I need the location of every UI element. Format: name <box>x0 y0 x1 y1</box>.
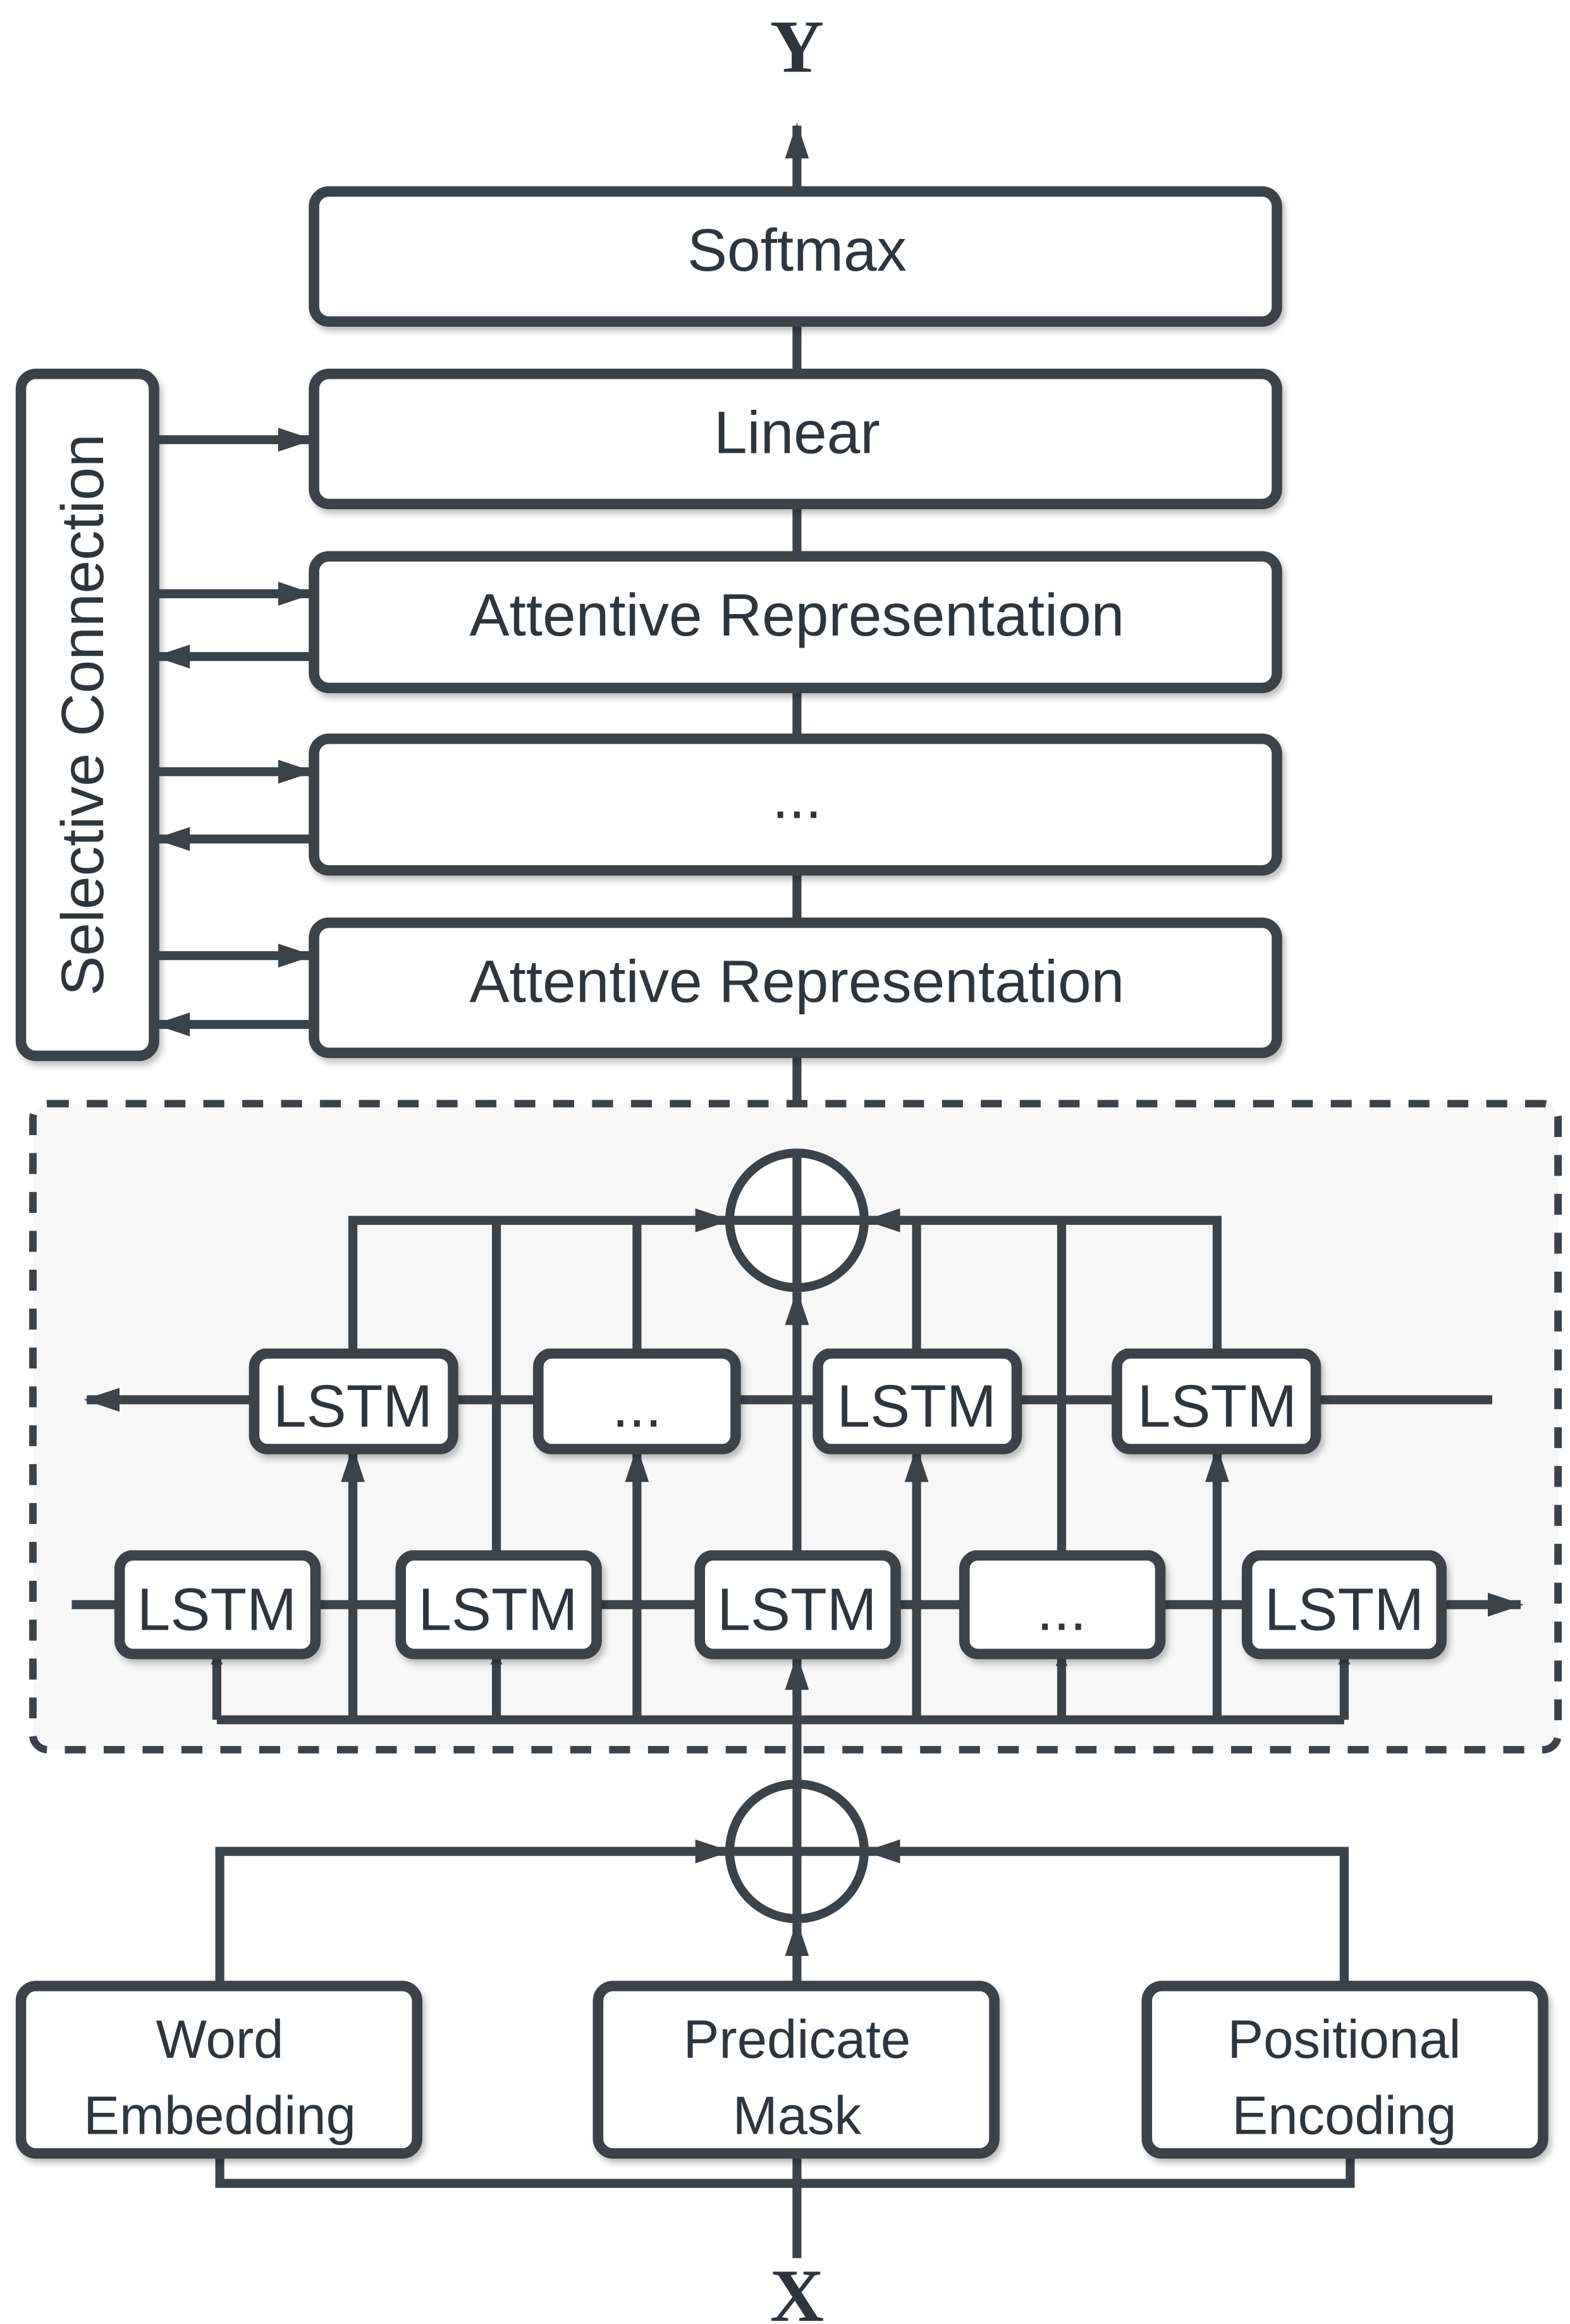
lstm-cell: LSTM <box>114 1550 321 1659</box>
word-embedding-to-sum <box>215 1839 732 1986</box>
linear-label: Linear <box>714 400 880 467</box>
selective-connection-label: Selective Connection <box>49 434 116 996</box>
lstm-cell: LSTM <box>813 1348 1022 1454</box>
sum-circle-bottom <box>725 1780 869 1924</box>
lstm-to-sum-top-right <box>864 1208 1222 1354</box>
lstm-cell: LSTM <box>1112 1348 1322 1454</box>
lstm-cell: LSTM <box>395 1550 602 1659</box>
word-embedding-line1: Word <box>156 2010 284 2070</box>
lstm-cell: LSTM <box>1241 1550 1447 1659</box>
word-embedding-line2: Embedding <box>83 2086 356 2146</box>
input-label: X <box>770 2254 824 2324</box>
lstm-label: LSTM <box>137 1577 297 1644</box>
lstm-cell-ellipsis: ... <box>959 1550 1166 1659</box>
lstm-cell: LSTM <box>694 1550 901 1659</box>
selective-connection: Selective Connection <box>15 368 159 1061</box>
predicate-mask-line2: Mask <box>733 2086 862 2146</box>
positional-encoding-line1: Positional <box>1227 2010 1461 2070</box>
lstm-label: LSTM <box>273 1373 432 1440</box>
softmax-layer: Softmax <box>309 186 1282 327</box>
ellipsis-layer: ... <box>309 733 1282 876</box>
positional-encoding-box: Positional Encoding <box>1141 1981 1549 2159</box>
word-embedding-box: Word Embedding <box>15 1981 423 2159</box>
lstm-cell: LSTM <box>248 1348 458 1454</box>
ellipsis-label: ... <box>612 1373 662 1440</box>
sum-circle-top <box>725 1148 869 1293</box>
lstm-cell-ellipsis: ... <box>533 1348 741 1454</box>
attentive-bottom-label: Attentive Representation <box>470 948 1125 1015</box>
predicate-mask-box: Predicate Mask <box>592 1981 1000 2159</box>
lstm-label: LSTM <box>837 1373 996 1440</box>
predicate-mask-line1: Predicate <box>684 2010 911 2070</box>
positional-encoding-to-sum <box>864 1839 1349 1986</box>
ellipsis-layer-label: ... <box>772 765 822 832</box>
attentive-top-label: Attentive Representation <box>470 582 1125 649</box>
lstm-label: LSTM <box>418 1577 577 1644</box>
attentive-representation-bottom: Attentive Representation <box>309 917 1282 1059</box>
input-x-bus <box>215 2153 1355 2188</box>
output-label: Y <box>770 6 824 89</box>
lstm-label: LSTM <box>1265 1577 1424 1644</box>
ellipsis-label: ... <box>1037 1577 1087 1644</box>
lstm-label: LSTM <box>717 1577 876 1644</box>
softmax-label: Softmax <box>687 217 907 284</box>
positional-encoding-line2: Encoding <box>1232 2086 1456 2146</box>
attentive-representation-top: Attentive Representation <box>309 551 1282 694</box>
linear-layer: Linear <box>309 368 1282 510</box>
lstm-label: LSTM <box>1138 1373 1297 1440</box>
lstm-to-sum-top-left <box>348 1208 732 1354</box>
